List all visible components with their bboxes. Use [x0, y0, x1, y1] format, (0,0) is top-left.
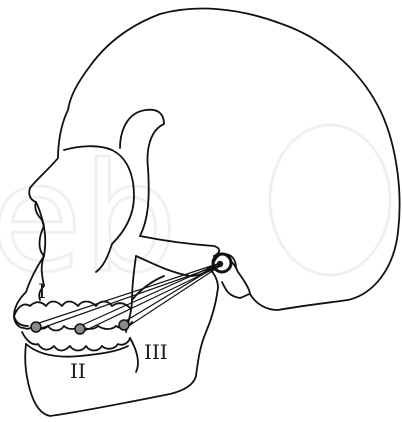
contact-point-3: [119, 320, 129, 330]
lower-teeth: [22, 332, 130, 351]
label-region-3: III: [144, 340, 168, 364]
watermark-ring: [270, 125, 390, 275]
mandible-inner-line: [130, 338, 138, 372]
contact-point-2: [75, 324, 85, 334]
label-region-1: I: [38, 279, 46, 303]
watermark-text: eb: [0, 132, 178, 306]
condyle-point: [217, 261, 223, 267]
contact-point-1: [31, 322, 41, 332]
label-region-2: II: [70, 359, 86, 383]
